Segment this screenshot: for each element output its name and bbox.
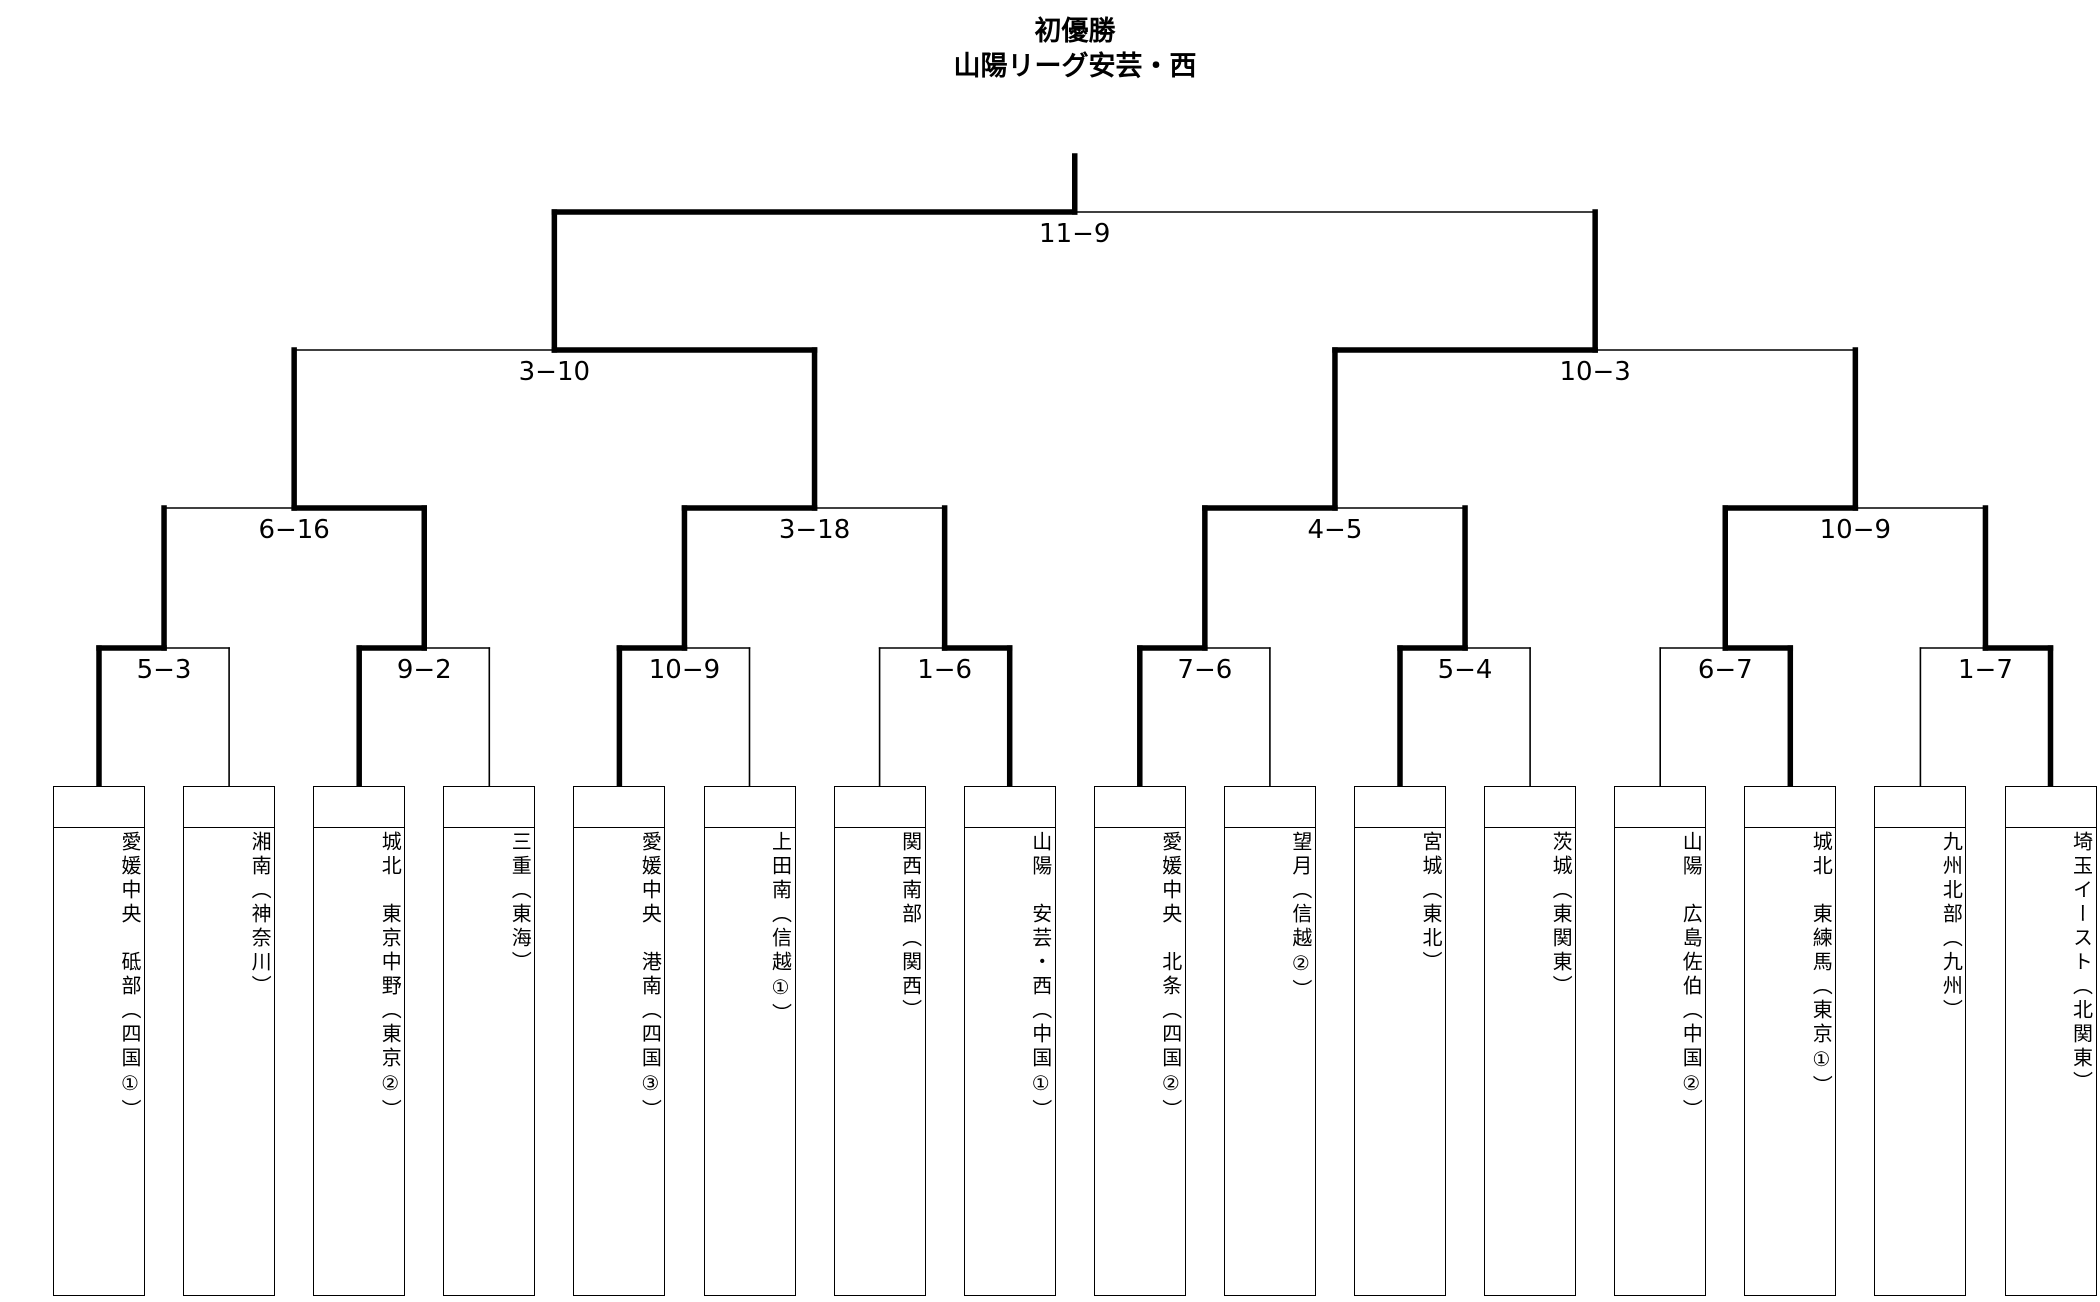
team-name: 山陽 安芸・西（中国①）: [1028, 831, 1053, 1123]
team-name: 宮城（東北）: [1419, 831, 1443, 975]
match-score: 1−6: [917, 655, 972, 685]
team-entry-header: [1094, 787, 1185, 828]
match-score: 3−10: [519, 357, 590, 387]
team-entry-header: [574, 787, 665, 828]
team-entry-header: [1615, 787, 1706, 828]
team-entry: 上田南（信越①）: [703, 786, 796, 1296]
team-entry: 愛媛中央 砥部（四国①）: [53, 786, 145, 1296]
team-name: 三重（東海）: [508, 831, 533, 975]
team-name: 茨城（東関東）: [1549, 831, 1574, 999]
bracket-header: 初優勝 山陽リーグ安芸・西: [0, 14, 2100, 84]
header-title: 初優勝: [1034, 16, 1116, 47]
team-entry-header: [1875, 787, 1966, 828]
team-entry-header: [54, 787, 144, 828]
team-name: 愛媛中央 北条（四国②）: [1158, 831, 1183, 1123]
match-score: 10−9: [649, 655, 720, 685]
team-name: 埼玉イースト（北関東）: [2069, 831, 2094, 1095]
team-entry: 城北 東練馬（東京①）: [1744, 786, 1837, 1296]
match-score: 11−9: [1039, 219, 1110, 249]
team-name: 愛媛中央 港南（四国③）: [638, 831, 663, 1123]
team-name: 愛媛中央 砥部（四国①）: [118, 831, 142, 1123]
team-name: 上田南（信越①）: [768, 831, 793, 1027]
team-name: 関西南部（関西）: [898, 831, 923, 1023]
team-name: 望月（信越②）: [1288, 831, 1313, 1003]
team-entry: 三重（東海）: [443, 786, 536, 1296]
team-entry-header: [314, 787, 405, 828]
team-entry-header: [834, 787, 925, 828]
match-score: 6−7: [1698, 655, 1753, 685]
team-name: 山陽 広島佐伯（中国②）: [1679, 831, 1704, 1123]
team-name: 九州北部（九州）: [1939, 831, 1964, 1023]
team-entry: 関西南部（関西）: [833, 786, 926, 1296]
team-entry: 愛媛中央 港南（四国③）: [573, 786, 666, 1296]
team-entry-header: [444, 787, 535, 828]
team-entry-header: [184, 787, 275, 828]
team-entry-header: [964, 787, 1055, 828]
team-entry: 湘南（神奈川）: [183, 786, 276, 1296]
match-score: 4−5: [1308, 515, 1363, 545]
match-score: 7−6: [1177, 655, 1232, 685]
team-entry-header: [1745, 787, 1836, 828]
team-entry: 埼玉イースト（北関東）: [2004, 786, 2097, 1296]
team-entry: 望月（信越②）: [1223, 786, 1316, 1296]
team-entry-header: [1224, 787, 1315, 828]
team-entry: 宮城（東北）: [1354, 786, 1446, 1296]
header-champion: 山陽リーグ安芸・西: [953, 51, 1197, 82]
team-entry: 茨城（東関東）: [1484, 786, 1577, 1296]
match-score: 10−9: [1820, 515, 1891, 545]
match-score: 5−3: [137, 655, 192, 685]
team-entry: 九州北部（九州）: [1874, 786, 1967, 1296]
team-entry: 城北 東京中野（東京②）: [313, 786, 406, 1296]
team-entry: 愛媛中央 北条（四国②）: [1093, 786, 1186, 1296]
match-score: 1−7: [1958, 655, 2013, 685]
match-score: 5−4: [1438, 655, 1493, 685]
team-name: 湘南（神奈川）: [248, 831, 273, 999]
team-entry-header: [704, 787, 795, 828]
team-name: 城北 東練馬（東京①）: [1809, 831, 1834, 1099]
match-score: 6−16: [258, 515, 329, 545]
team-name: 城北 東京中野（東京②）: [378, 831, 403, 1123]
team-entry: 山陽 安芸・西（中国①）: [963, 786, 1056, 1296]
team-entry-header: [1355, 787, 1445, 828]
team-entry-header: [1485, 787, 1576, 828]
match-score: 3−18: [779, 515, 850, 545]
match-score: 10−3: [1559, 357, 1630, 387]
team-entry-header: [2005, 787, 2096, 828]
match-score: 9−2: [397, 655, 452, 685]
team-entry: 山陽 広島佐伯（中国②）: [1614, 786, 1707, 1296]
